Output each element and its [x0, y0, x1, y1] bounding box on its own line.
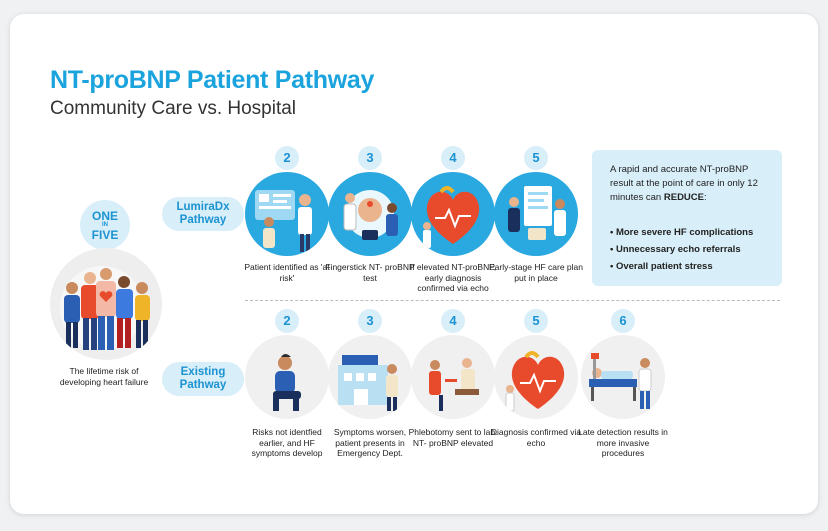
- fingerstick-test-icon: [328, 172, 412, 256]
- one-label: ONE: [91, 209, 118, 223]
- existing-step-number: 3: [358, 309, 382, 333]
- benefit-item: • Overall patient stress: [610, 261, 713, 272]
- lumiradx-step-number: 4: [441, 146, 465, 170]
- five-label: FIVE: [91, 228, 119, 242]
- lumiradx-label-line1: LumiraDx: [176, 201, 230, 213]
- existing-step-number: 6: [611, 309, 635, 333]
- page-subtitle: Community Care vs. Hospital: [50, 98, 297, 119]
- bullet-dot: •: [610, 227, 616, 238]
- lumiradx-step-caption: If elevated NT-proBNP, early diagnosis c…: [409, 262, 497, 293]
- people-group-illustration: [50, 248, 162, 360]
- benefit-list: • More severe HF complications • Unneces…: [610, 227, 753, 278]
- existing-step-caption: Late detection results in more invasive …: [578, 427, 668, 458]
- existing-step-caption: Phlebotomy sent to lab. NT- proBNP eleva…: [408, 427, 498, 448]
- lumiradx-step-caption: Fingerstick NT- proBNP test: [325, 262, 415, 283]
- existing-step-number: 5: [524, 309, 548, 333]
- existing-pathway-label: Existing Pathway: [162, 362, 244, 396]
- in-label: IN: [102, 222, 108, 228]
- bullet-dot: •: [610, 244, 616, 255]
- existing-step-number: 4: [441, 309, 465, 333]
- lumiradx-pathway-label: LumiraDx Pathway: [162, 197, 244, 231]
- existing-label-line1: Existing: [180, 366, 226, 378]
- distressed-patient-icon: [245, 335, 329, 419]
- existing-step-caption: Risks not identfied earlier, and HF symp…: [251, 427, 323, 458]
- info-box: A rapid and accurate NT-proBNP result at…: [592, 150, 782, 286]
- hospital-icon: [328, 335, 412, 419]
- lumiradx-label-line2: Pathway: [179, 214, 227, 226]
- existing-step-caption: Diagnosis confirmed via echo: [490, 427, 582, 448]
- info-text: A rapid and accurate NT-proBNP result at…: [610, 164, 758, 203]
- bullet-dot: •: [610, 261, 616, 272]
- lumiradx-step-number: 5: [524, 146, 548, 170]
- clinician-reviewing-chart-icon: [245, 172, 329, 256]
- page-title: NT-proBNP Patient Pathway: [50, 66, 375, 94]
- benefit-item: • More severe HF complications: [610, 227, 754, 238]
- heart-echo-icon: [494, 335, 578, 419]
- lumiradx-step-caption: Early-stage HF care plan put in place: [488, 262, 583, 283]
- risk-caption: The lifetime risk of developing heart fa…: [59, 366, 149, 387]
- existing-step-number: 2: [275, 309, 299, 333]
- existing-label-line2: Pathway: [179, 379, 227, 391]
- existing-step-caption: Symptoms worsen, patient presents in Eme…: [333, 427, 407, 458]
- care-plan-icon: [494, 172, 578, 256]
- benefit-item: • Unnecessary echo referrals: [610, 244, 741, 255]
- lumiradx-step-number: 3: [358, 146, 382, 170]
- hospital-bed-icon: [581, 335, 665, 419]
- one-in-five-badge: ONE IN FIVE: [80, 200, 130, 250]
- phlebotomy-icon: [411, 335, 495, 419]
- pathway-divider: [245, 300, 780, 301]
- heart-echo-icon: [411, 172, 495, 256]
- lumiradx-step-caption: Patient identified as 'at risk': [244, 262, 330, 283]
- lumiradx-step-number: 2: [275, 146, 299, 170]
